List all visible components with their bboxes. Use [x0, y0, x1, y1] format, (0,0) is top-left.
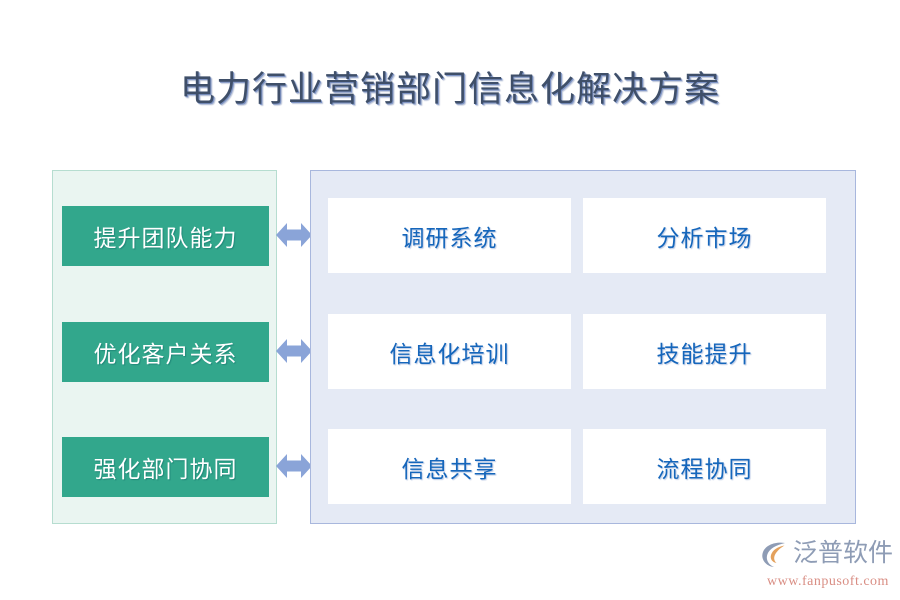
- page-title: 电力行业营销部门信息化解决方案: [179, 70, 720, 109]
- brand-logo: 泛普软件 www.fanpusoft.com: [758, 536, 898, 594]
- fanpu-swirl-logo-icon: [758, 538, 790, 570]
- solutions-panel: 调研系统 分析市场 信息化培训 技能提升 信息共享 流程协同: [310, 170, 856, 524]
- solution-label: 调研系统: [401, 225, 498, 251]
- solution-label: 技能提升: [656, 341, 753, 367]
- goal-box-2[interactable]: 优化客户关系: [62, 322, 269, 382]
- solution-box-3-1[interactable]: 信息共享: [328, 429, 571, 504]
- goal-box-1[interactable]: 提升团队能力: [62, 206, 269, 266]
- solution-label: 信息共享: [401, 456, 498, 482]
- solution-label: 流程协同: [656, 456, 753, 482]
- goal-label: 提升团队能力: [93, 226, 238, 251]
- brand-name: 泛普软件: [793, 540, 894, 567]
- solution-box-1-1[interactable]: 调研系统: [328, 198, 571, 273]
- solution-box-2-1[interactable]: 信息化培训: [328, 314, 571, 389]
- double-arrow-horizontal-icon: [276, 449, 312, 483]
- solution-box-2-2[interactable]: 技能提升: [583, 314, 826, 389]
- solution-label: 信息化培训: [389, 341, 510, 367]
- goals-panel: 提升团队能力 优化客户关系 强化部门协同: [52, 170, 277, 524]
- goal-label: 强化部门协同: [93, 457, 238, 482]
- solution-box-1-2[interactable]: 分析市场: [583, 198, 826, 273]
- double-arrow-horizontal-icon: [276, 334, 312, 368]
- goal-label: 优化客户关系: [93, 342, 238, 367]
- solution-label: 分析市场: [656, 225, 753, 251]
- goal-box-3[interactable]: 强化部门协同: [62, 437, 269, 497]
- solution-box-3-2[interactable]: 流程协同: [583, 429, 826, 504]
- brand-logo-row: 泛普软件: [758, 536, 898, 572]
- brand-url: www.fanpusoft.com: [767, 574, 889, 589]
- double-arrow-horizontal-icon: [276, 218, 312, 252]
